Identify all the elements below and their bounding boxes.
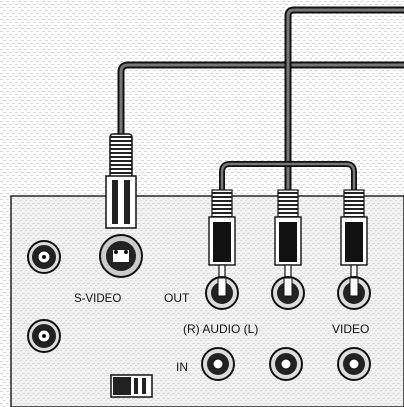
rca-plug-icon-audio-r (208, 189, 236, 284)
rca-jack-icon-out-audio-r (205, 276, 239, 310)
label-out: OUT (164, 291, 190, 305)
rca-jack-icon-out-video (337, 276, 371, 310)
label-s-video: S-VIDEO (74, 293, 121, 305)
s-video-cable (117, 61, 404, 140)
s-video-jack-icon (99, 234, 143, 278)
rca-plug-icon-audio-l (274, 189, 302, 284)
rca-jack-icon-out-audio-l (271, 276, 305, 310)
rca-jack-icon-in-audio-r (201, 347, 235, 381)
rca-jack-icon-left-bottom (27, 319, 61, 353)
label-video: VIDEO (332, 322, 369, 336)
label-in: IN (176, 360, 188, 374)
rca-jack-icon-in-video (337, 347, 371, 381)
rca-plug-icon-video (340, 189, 368, 284)
av-cable-bundle (219, 6, 404, 196)
label-audio: (R) AUDIO (L) (183, 322, 258, 336)
rca-jack-icon-left-top (27, 240, 61, 274)
s-video-plug-icon (105, 133, 137, 229)
rca-jack-icon-in-audio-l (269, 347, 303, 381)
switch-icon (110, 374, 153, 398)
